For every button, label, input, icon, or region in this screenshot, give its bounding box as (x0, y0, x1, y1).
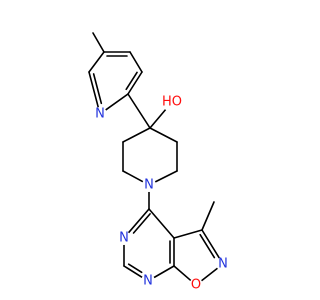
atom-n-piperidine: N (142, 178, 156, 193)
atom-label-layer: N HO N N N N O (93, 92, 230, 293)
double-bond-pyN-py6 (92, 73, 103, 105)
bond-pm2-pmN1 (123, 265, 143, 279)
bond-pp3-ppN (122, 170, 144, 183)
double-bond-py3-py4 (125, 71, 138, 91)
bond-me1-py1 (92, 32, 105, 53)
atom-label-n-isoxazole: N (218, 257, 228, 272)
atom-n-pyrimidine-bottom: N (141, 274, 155, 289)
atom-oh: HO (162, 92, 182, 112)
bond-pm4-pmN3 (127, 208, 150, 234)
bond-pmN1-pm7a (153, 265, 175, 279)
bond-layer (88, 32, 221, 282)
bond-pm3a-iso3 (173, 229, 203, 239)
atom-label-n-pyrimidine-top: N (119, 231, 129, 246)
bond-py4-pyN (104, 93, 129, 111)
molecule-structure: N HO N N N N O (88, 32, 230, 293)
bond-c4-pp2 (149, 127, 178, 143)
double-bond-pm4-pmN3 (132, 213, 151, 234)
bond-c4-oh (149, 108, 167, 129)
double-bond-iso3-isoN (199, 233, 216, 259)
bond-isoN-isoO (200, 267, 219, 282)
atom-n-pyrimidine-top: N (117, 231, 131, 246)
atom-label-oh: HO (162, 95, 182, 110)
bond-pm3a-pm4 (148, 208, 175, 239)
double-bond-pm2-pmN1 (127, 263, 143, 274)
atom-n-pyridine: N (93, 107, 107, 122)
bond-isoO-pm7a (173, 265, 192, 282)
atom-n-isoxazole: N (216, 257, 230, 272)
bond-iso3-me2 (201, 201, 215, 231)
atom-label-n-pyrimidine-bottom: N (143, 274, 153, 289)
bond-pp4-ppN (154, 170, 178, 183)
bond-c4-pp1 (122, 127, 151, 143)
atom-label-n-pyridine: N (95, 107, 105, 122)
bond-py4-c4 (127, 93, 151, 129)
atom-label-n-piperidine: N (144, 178, 154, 193)
bond-iso3-isoN (201, 229, 221, 259)
bond-py3-py4 (127, 71, 143, 95)
atom-o-isoxazole: O (189, 278, 203, 293)
atom-label-o-isoxazole: O (191, 278, 201, 293)
bond-pyN-py6 (88, 71, 100, 109)
bond-py2-py3 (129, 51, 143, 73)
bond-py6-py1 (88, 51, 105, 73)
